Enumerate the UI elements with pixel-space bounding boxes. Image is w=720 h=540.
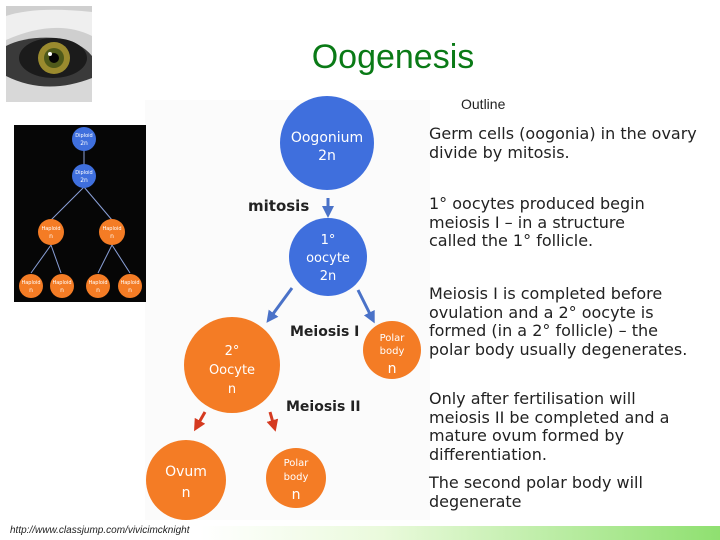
- bullet-text: The second polar body will degenerate: [429, 473, 643, 511]
- oogonium-cell: [280, 96, 374, 190]
- bullet-line: degenerate: [429, 491, 522, 511]
- tree-node-label: Diploid: [75, 170, 92, 176]
- first-polar-body-label: Polar: [380, 333, 406, 344]
- secondary-oocyte-ploidy: n: [228, 382, 236, 397]
- tree-node: Haploid n: [118, 274, 142, 298]
- footer-gradient-bar: [200, 526, 720, 540]
- meiosis2-right-arrow: [266, 411, 279, 432]
- meiosis1-label: Meiosis I: [290, 324, 359, 340]
- tree-node-ploidy: 2n: [80, 177, 88, 184]
- meiosis1-right-arrow: [356, 289, 375, 324]
- bullet-line: divide by mitosis.: [429, 142, 570, 162]
- primary-oocyte-ploidy: 2n: [320, 269, 337, 284]
- ploidy-tree-diagram: Diploid 2n Diploid 2n Haploid n Haploid …: [14, 125, 146, 302]
- tree-node-label: Haploid: [102, 226, 121, 232]
- bullet-line: meiosis I – in a structure: [429, 212, 625, 232]
- tree-node: Haploid n: [19, 274, 43, 298]
- slide-title: Oogenesis: [311, 38, 475, 76]
- tree-node-label: Haploid: [120, 280, 139, 286]
- tree-node-label: Diploid: [75, 133, 92, 139]
- tree-node-ploidy: n: [49, 233, 53, 240]
- secondary-oocyte-cell: [184, 317, 280, 413]
- tree-node: Haploid n: [50, 274, 74, 298]
- first-polar-body-cell: [363, 321, 421, 379]
- secondary-oocyte-label: Oocyte: [209, 363, 255, 378]
- tree-node-ploidy: 2n: [80, 140, 88, 147]
- second-polar-body-ploidy: n: [292, 487, 301, 503]
- primary-oocyte-label: oocyte: [306, 251, 350, 266]
- eye-photo: [6, 6, 92, 102]
- bullet-line: meiosis II be completed and a: [429, 407, 670, 427]
- bullet-text: Only after fertilisation will meiosis II…: [429, 389, 670, 464]
- tree-node-label: Haploid: [21, 280, 40, 286]
- tree-node: Diploid 2n: [72, 164, 96, 188]
- footer-url: http://www.classjump.com/vivicimcknight: [10, 525, 190, 536]
- meiosis1-left-arrow: [266, 287, 294, 323]
- bullet-text: Germ cells (oogonia) in the ovary divide…: [429, 124, 697, 162]
- bullet-line: formed (in a 2° follicle) – the: [429, 321, 658, 340]
- bullet-line: The second polar body will: [429, 473, 643, 492]
- first-polar-body-ploidy: n: [388, 361, 397, 377]
- bullet-line: called the 1° follicle.: [429, 231, 594, 250]
- tree-node-ploidy: n: [110, 233, 114, 240]
- second-polar-body-label: Polar: [284, 458, 310, 469]
- primary-oocyte-cell: [289, 218, 367, 296]
- bullet-line: Meiosis I is completed before: [429, 284, 663, 303]
- meiosis2-left-arrow: [194, 411, 207, 432]
- bullet-text: Meiosis I is completed before ovulation …: [429, 284, 688, 359]
- meiosis2-label: Meiosis II: [286, 399, 361, 415]
- bullet-line: polar body usually degenerates.: [429, 339, 688, 359]
- ovum-cell: [146, 440, 226, 520]
- bullet-line: ovulation and a 2° oocyte is: [429, 302, 654, 322]
- tree-node-ploidy: n: [60, 287, 64, 294]
- secondary-oocyte-order: 2°: [225, 344, 240, 359]
- tree-node: Diploid 2n: [72, 127, 96, 151]
- tree-node-label: Haploid: [41, 226, 60, 232]
- tree-node-ploidy: n: [128, 287, 132, 294]
- tree-node-label: Haploid: [52, 280, 71, 286]
- tree-node: Haploid n: [38, 219, 64, 245]
- bullet-line: Germ cells (oogonia) in the ovary: [429, 124, 697, 143]
- first-polar-body-label-2: body: [380, 346, 405, 357]
- second-polar-body-cell: [266, 448, 326, 508]
- tree-node-label: Haploid: [88, 280, 107, 286]
- bullet-line: mature ovum formed by: [429, 426, 625, 445]
- tree-node: Haploid n: [86, 274, 110, 298]
- second-polar-body-label-2: body: [284, 472, 309, 483]
- oogonium-label: Oogonium: [291, 130, 363, 146]
- bullet-text: 1° oocytes produced begin meiosis I – in…: [429, 194, 645, 251]
- tree-node: Haploid n: [99, 219, 125, 245]
- oogonium-ploidy: 2n: [318, 148, 336, 164]
- bullet-line: differentiation.: [429, 444, 547, 464]
- ovum-label: Ovum: [165, 464, 207, 480]
- bullet-line: 1° oocytes produced begin: [429, 194, 645, 213]
- tree-node-ploidy: n: [29, 287, 33, 294]
- bullet-line: Only after fertilisation will: [429, 389, 636, 408]
- tree-node-ploidy: n: [96, 287, 100, 294]
- ovum-ploidy: n: [182, 485, 191, 501]
- mitosis-label: mitosis: [248, 197, 309, 215]
- outline-label: Outline: [461, 96, 506, 112]
- primary-oocyte-order: 1°: [321, 233, 336, 248]
